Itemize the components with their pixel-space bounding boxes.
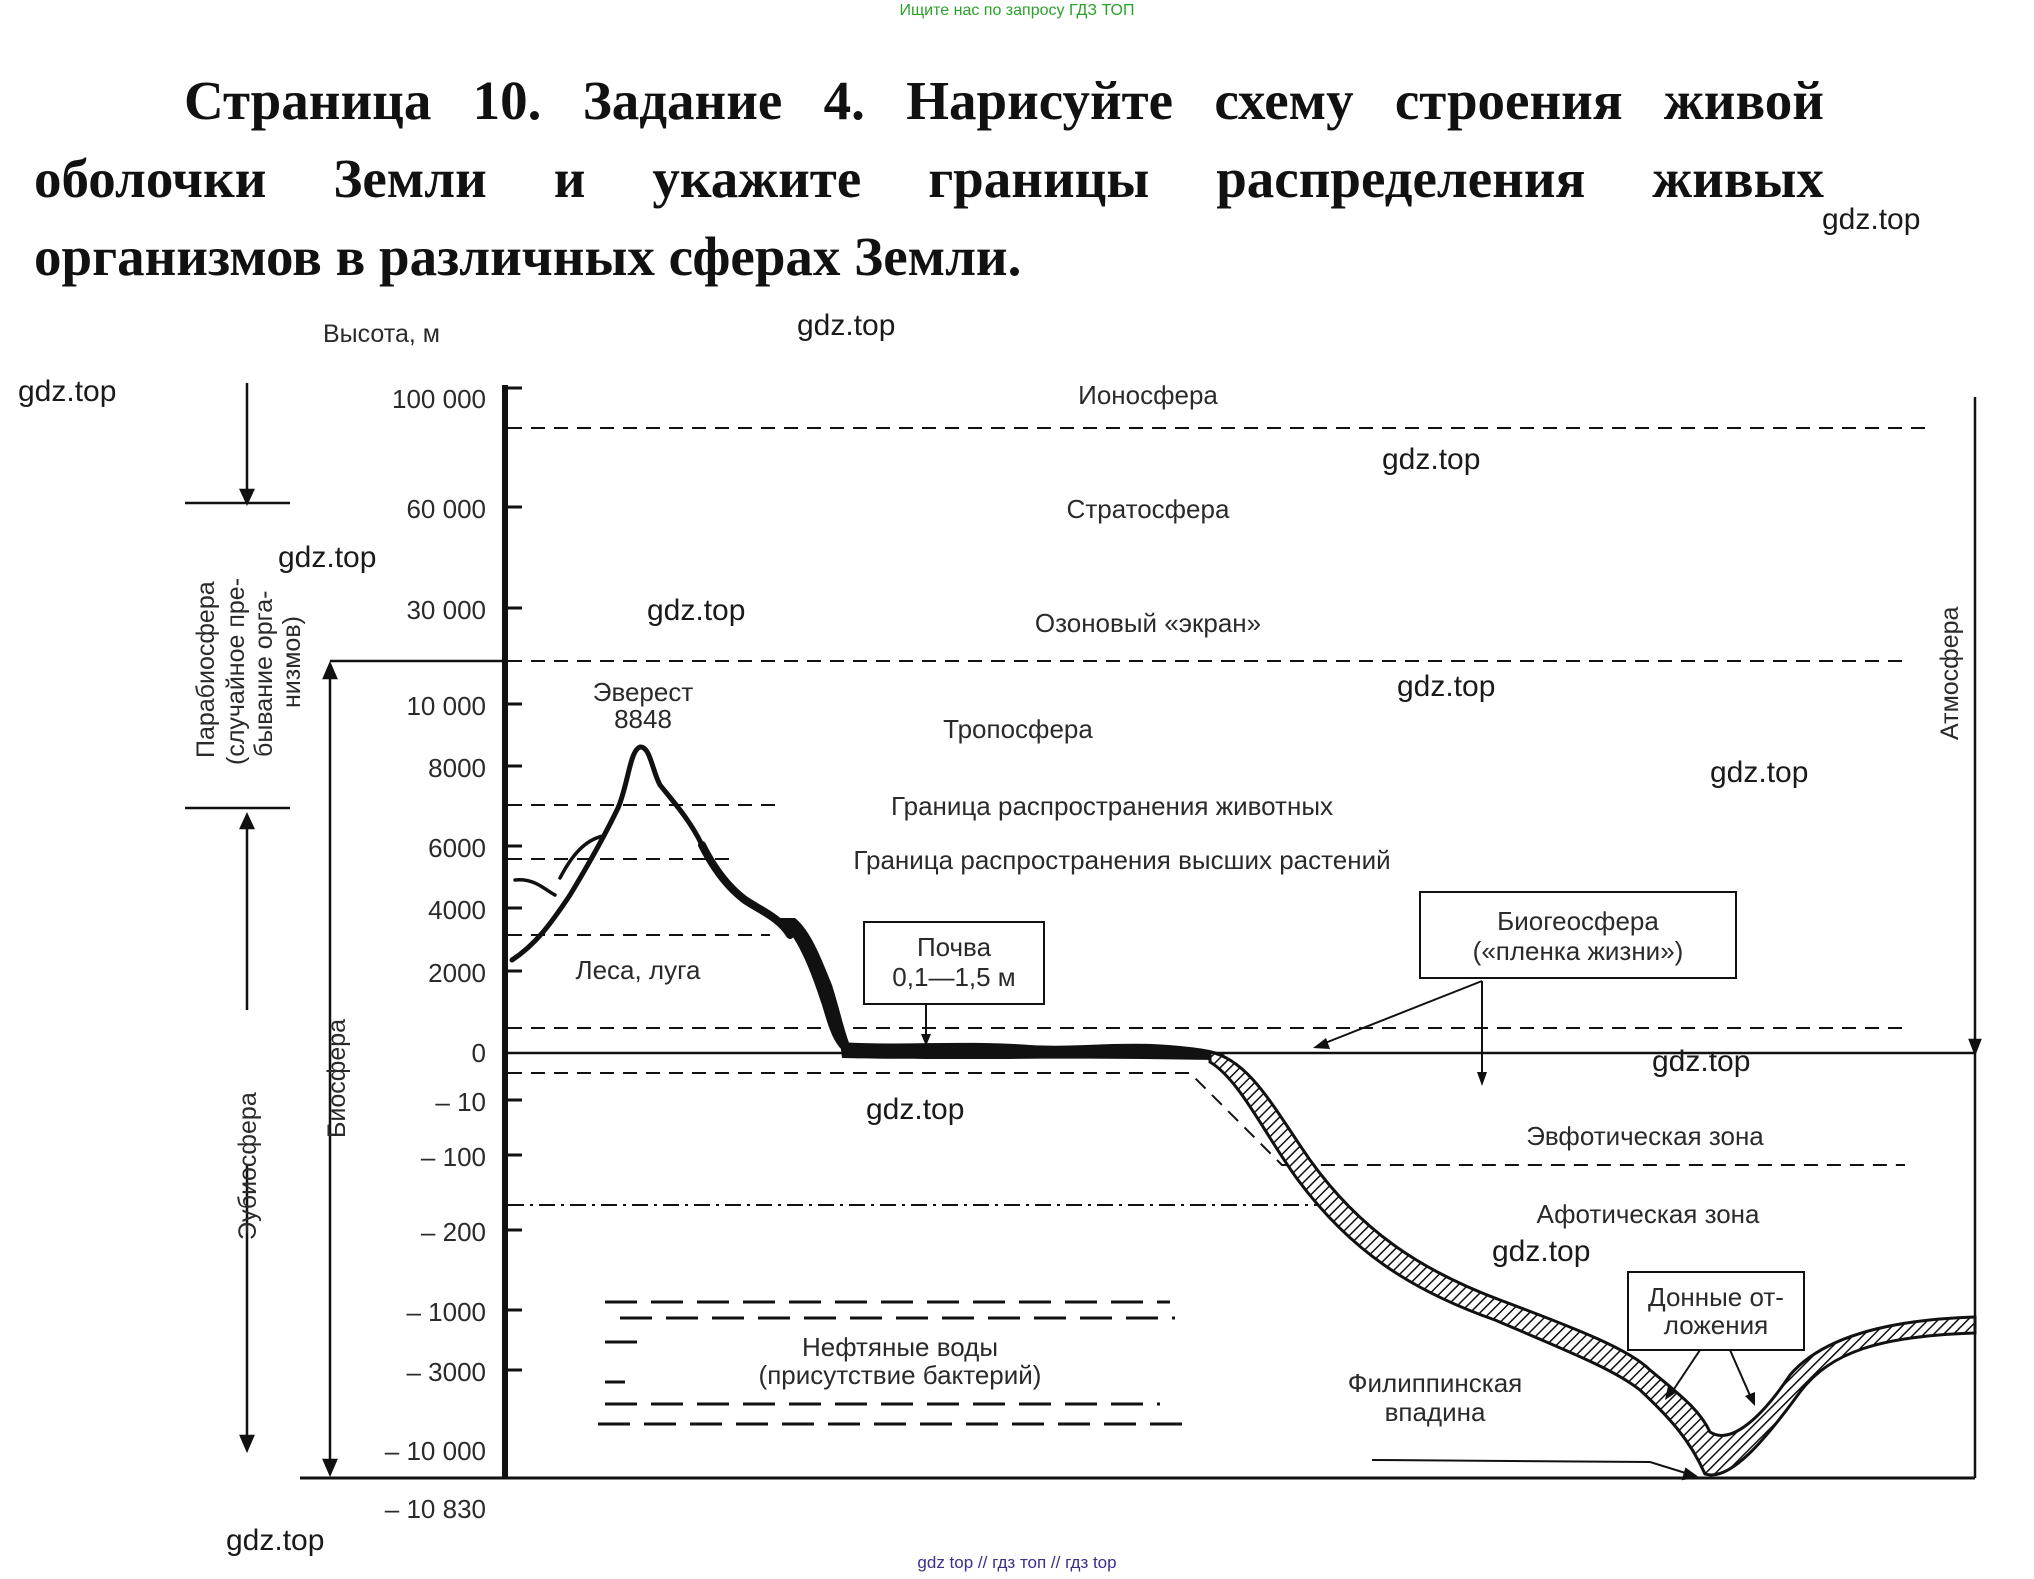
heading-line-2: оболочки Земли и укажите границы распред…: [34, 148, 1824, 209]
biogeosphere-callout: Биогеосфера («пленка жизни»): [1313, 891, 1737, 1086]
tick-label: – 10: [435, 1087, 486, 1117]
tick-label: 0: [472, 1038, 486, 1068]
watermark: gdz.top: [1652, 1045, 1751, 1078]
watermark: gdz.top: [1822, 203, 1921, 236]
footer-links: gdz top // гдз топ // гдз top: [917, 1553, 1117, 1572]
biosphere-label: Биосфера: [323, 1019, 351, 1138]
ocean-floor-band: [1208, 1050, 1977, 1477]
forests-label: Леса, луга: [576, 955, 702, 985]
watermark: gdz.top: [226, 1524, 325, 1557]
steep-soil-slope: [778, 918, 852, 1050]
troposphere-label: Тропосфера: [943, 714, 1093, 744]
tick-label: 60 000: [406, 494, 486, 524]
watermark: gdz.top: [1710, 756, 1809, 789]
tick-label: – 200: [421, 1217, 486, 1247]
everest-mountain: [509, 744, 794, 963]
tick-label: – 10 830: [385, 1494, 486, 1524]
sediments-box-line1: Донные от-: [1648, 1282, 1784, 1312]
biogeo-box-line2: («пленка жизни»): [1473, 936, 1684, 966]
tick-label: 2000: [428, 958, 486, 988]
axis-ticks: [505, 505, 522, 1372]
heading-line-1: Страница 10. Задание 4. Нарисуйте схему …: [184, 70, 1824, 131]
oil-label-1: Нефтяные воды: [802, 1332, 998, 1362]
tick-labels: 100 000 60 000 30 000 10 000 8000 6000 4…: [385, 384, 486, 1524]
animals-limit-label: Граница распространения животных: [891, 791, 1333, 821]
aphotic-label: Афотическая зона: [1537, 1199, 1761, 1229]
parabiosphere-note-3: низмов): [278, 616, 306, 708]
side-brackets: [185, 383, 338, 1478]
tick-label: – 10 000: [385, 1436, 486, 1466]
trench-label-2: впадина: [1385, 1397, 1486, 1427]
right-boundary: [1968, 397, 1982, 1478]
tick-label: 30 000: [406, 595, 486, 625]
plants-limit-label: Граница распространения высших растений: [853, 845, 1390, 875]
watermark: gdz.top: [1492, 1235, 1591, 1268]
atmosphere-label: Атмосфера: [1936, 606, 1964, 740]
layer-lines: [300, 427, 1975, 1480]
everest-height: 8848: [614, 704, 672, 734]
top-banner: Ищите нас по запросу ГДЗ ТОП: [899, 2, 1135, 19]
watermark: gdz.top: [18, 375, 117, 408]
soil-box-line1: Почва: [917, 932, 992, 962]
tick-label: 6000: [428, 833, 486, 863]
tick-label: 10 000: [406, 691, 486, 721]
trench-pointer: [1371, 1459, 1700, 1481]
layer-labels: Ионосфера Стратосфера Озоновый «экран» Т…: [576, 380, 1765, 1427]
euphotic-label: Эвфотическая зона: [1526, 1121, 1764, 1151]
tick-label: 4000: [428, 895, 486, 925]
task-heading: Страница 10. Задание 4. Нарисуйте схему …: [34, 62, 1824, 296]
ozone-label: Озоновый «экран»: [1035, 608, 1261, 638]
ionosphere-label: Ионосфера: [1078, 380, 1218, 410]
watermark: gdz.top: [1382, 443, 1481, 476]
sediments-box-line2: ложения: [1664, 1310, 1768, 1340]
watermark: gdz.top: [797, 309, 896, 342]
tick-label: – 3000: [406, 1357, 486, 1387]
watermark: gdz.top: [278, 541, 377, 574]
watermark: gdz.top: [647, 594, 746, 627]
eubiosphere-label: Эубиосфера: [234, 1092, 262, 1240]
oil-water-dashes: [598, 1300, 1185, 1426]
soil-layer: [840, 1042, 1225, 1060]
parabiosphere-note-2: бывание орга-: [250, 591, 278, 757]
watermark: gdz.top: [1397, 670, 1496, 703]
tick-label: 100 000: [392, 384, 486, 414]
tick-label: – 1000: [406, 1297, 486, 1327]
watermark: gdz.top: [866, 1093, 965, 1126]
parabiosphere-label: Парабиосфера: [192, 581, 220, 758]
heading-line-3: организмов в различных сферах Земли.: [34, 226, 1022, 287]
everest-name: Эверест: [593, 677, 694, 707]
shelf-dashed: [508, 1072, 1905, 1166]
parabiosphere-note-1: (случайное пре-: [222, 578, 250, 765]
stratosphere-label: Стратосфера: [1067, 494, 1230, 524]
tick-label: – 100: [421, 1142, 486, 1172]
axis-title: Высота, м: [323, 320, 440, 348]
oil-label-2: (присутствие бактерий): [759, 1360, 1042, 1390]
sediments-callout: Донные от- ложения: [1627, 1271, 1805, 1406]
soil-callout: Почва 0,1—1,5 м: [863, 921, 1045, 1046]
soil-box-line2: 0,1—1,5 м: [892, 962, 1015, 992]
vertical-labels: Парабиосфера (случайное пре- бывание орг…: [192, 578, 1964, 1240]
trench-label-1: Филиппинская: [1348, 1368, 1523, 1398]
biogeo-box-line1: Биогеосфера: [1497, 906, 1659, 936]
tick-label: 8000: [428, 753, 486, 783]
